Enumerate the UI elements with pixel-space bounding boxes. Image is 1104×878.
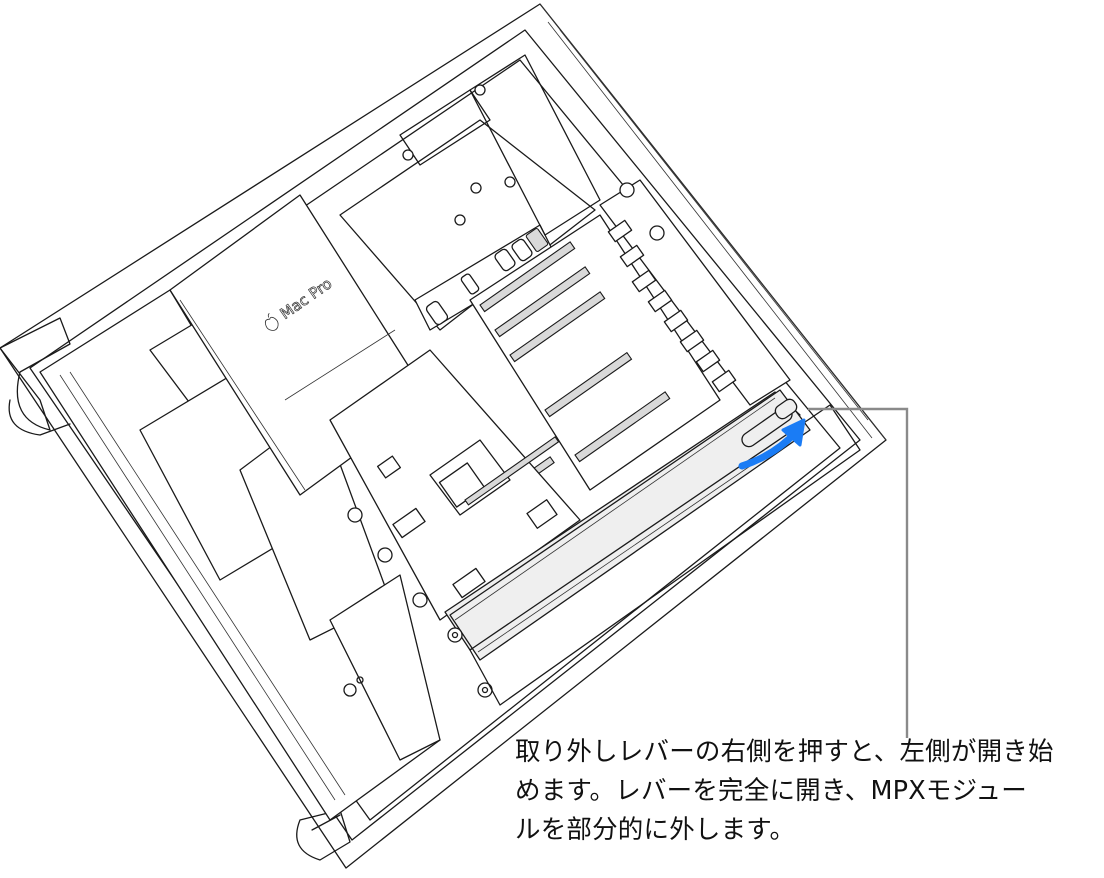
caption-line-3: ルを部分的に外します。 bbox=[515, 815, 796, 845]
rear-top-bays bbox=[399, 54, 601, 236]
apple-logo-icon bbox=[264, 313, 279, 331]
rear-pci-brackets bbox=[599, 179, 791, 406]
caption-line-2: めます。レバーを完全に開き、MPXモジュー bbox=[515, 776, 1027, 806]
release-lever bbox=[741, 398, 798, 448]
logic-board bbox=[339, 119, 596, 331]
instruction-caption: 取り外しレバーの右側を押すと、左側が開き始 めます。レバーを完全に開き、MPXモ… bbox=[515, 733, 1104, 850]
curved-arrow-icon bbox=[738, 418, 806, 470]
handle-top bbox=[0, 317, 71, 436]
front-bay bbox=[39, 289, 441, 821]
lower-board bbox=[329, 349, 581, 621]
callout-leader-line bbox=[808, 407, 909, 738]
mpx-module bbox=[444, 389, 861, 706]
caption-line-1: 取り外しレバーの右側を押すと、左側が開き始 bbox=[515, 737, 1054, 767]
handle-bottom bbox=[296, 809, 351, 861]
